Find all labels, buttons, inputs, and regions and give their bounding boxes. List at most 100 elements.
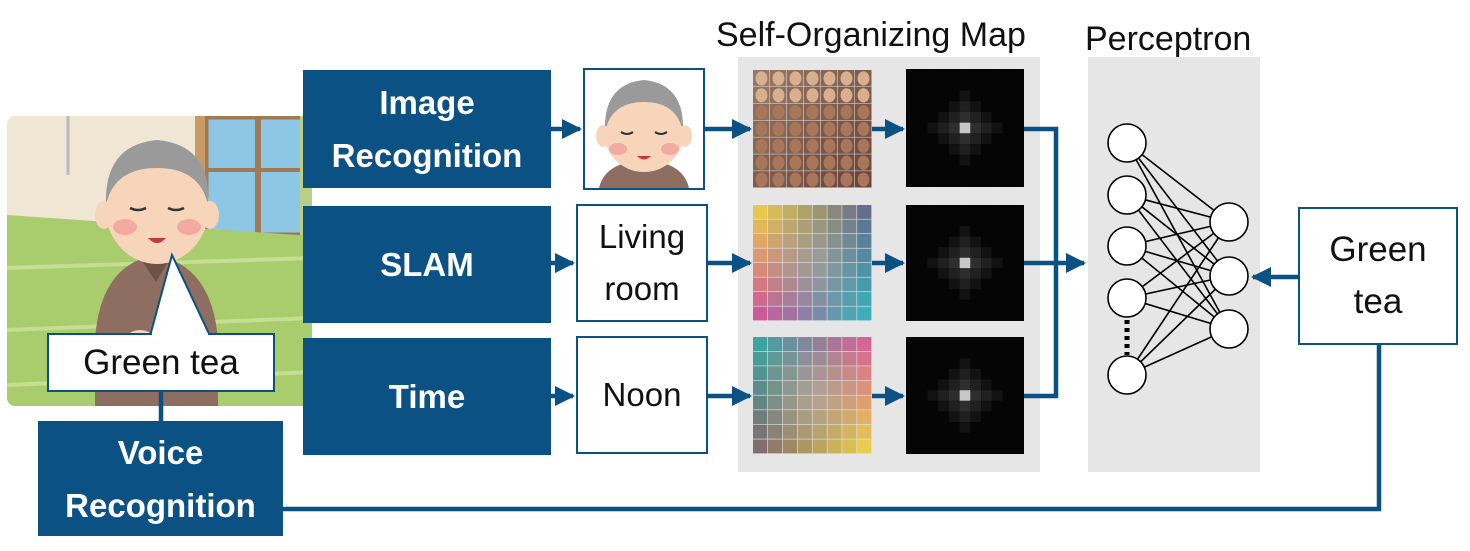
som-color-cell [827, 234, 842, 248]
som-face-tile-face [823, 121, 836, 137]
activation-cell [1002, 390, 1014, 401]
som-face-tile-face [806, 105, 819, 120]
activation-cell [948, 176, 960, 187]
activation-cell [906, 432, 917, 444]
activation-cell [970, 205, 982, 216]
activation-cell [1002, 90, 1014, 102]
som-color-cell [857, 395, 872, 410]
som-color-cell [827, 277, 842, 292]
activation-cell [991, 390, 1003, 401]
activation-cell [927, 165, 939, 177]
activation-cell [981, 122, 992, 134]
activation-cell [906, 278, 917, 290]
activation-cell [906, 400, 917, 412]
activation-cell [906, 257, 917, 269]
activation-cell [948, 165, 960, 177]
activation-cell [927, 358, 939, 369]
activation-cell [916, 215, 928, 227]
activation-cell [1013, 247, 1024, 258]
activation-cell [1013, 347, 1024, 359]
activation-cell [948, 422, 960, 433]
som-face-tile-face [789, 121, 802, 137]
face-thumbnail [583, 68, 705, 190]
activation-cell [916, 247, 928, 258]
activation-cell [1013, 133, 1024, 145]
activation-cell [981, 257, 992, 269]
som-face-tile-face [806, 88, 819, 103]
som-color-cell [842, 439, 857, 454]
activation-cell [948, 443, 960, 454]
som-face-tile-face [823, 138, 836, 153]
activation-cell [1002, 144, 1014, 155]
som-color-cell [827, 292, 842, 306]
som-face-tile-face [823, 105, 836, 120]
output-value-line2: tea [1353, 282, 1403, 321]
time-value-box: Noon [576, 336, 708, 454]
activation-cell [948, 390, 960, 401]
activation-cell [959, 400, 971, 412]
activation-cell [991, 154, 1003, 166]
activation-cell [906, 215, 917, 227]
activation-cell [927, 257, 939, 269]
activation-cell [1013, 379, 1024, 391]
som-face-tile-face [840, 88, 853, 103]
som-color-cell [842, 219, 857, 234]
activation-cell [970, 443, 982, 454]
activation-cell [1013, 101, 1024, 112]
activation-cell [916, 400, 928, 412]
activation-cell [906, 390, 917, 401]
activation-cell [1002, 310, 1014, 321]
som-grid-image [753, 70, 872, 188]
activation-cell [927, 205, 939, 216]
activation-cell [1002, 411, 1014, 423]
som-color-cell [857, 248, 872, 263]
activation-cell [959, 443, 971, 454]
activation-cell [1002, 443, 1014, 454]
activation-cell [970, 257, 982, 269]
perceptron-header: Perceptron [1085, 20, 1252, 58]
slam-module: SLAM [303, 206, 551, 323]
activation-cell [1002, 79, 1014, 91]
activation-cell [927, 236, 939, 248]
activation-cell [991, 133, 1003, 145]
activation-cell [948, 101, 960, 112]
som-color-cell [827, 439, 842, 454]
activation-cell [970, 122, 982, 134]
som-color-cell [767, 263, 783, 277]
som-face-tile-face [840, 71, 853, 86]
som-face-tile-face [755, 138, 768, 153]
som-color-cell [782, 366, 798, 381]
activation-cell [948, 278, 960, 290]
som-color-cell [812, 205, 827, 219]
activation-cell [916, 337, 928, 348]
som-color-cell [842, 263, 857, 277]
som-color-cell [767, 424, 783, 439]
image-recognition-label-line1: Image [379, 84, 475, 121]
activation-cell [981, 337, 992, 348]
activation-cell [970, 215, 982, 227]
som-face-tile-face [772, 71, 785, 86]
activation-cell [916, 310, 928, 321]
activation-cell [938, 226, 949, 237]
activation-cell [906, 247, 917, 258]
som-color-cell [827, 306, 842, 321]
som-color-cell [842, 366, 857, 381]
som-face-tile-face [840, 121, 853, 137]
som-color-cell [782, 292, 798, 306]
activation-cell [1002, 400, 1014, 412]
som-color-cell [782, 424, 798, 439]
activation-cell [1013, 69, 1024, 80]
activation-cell [959, 122, 971, 134]
som-face-tile-face [857, 121, 870, 137]
activation-cell [981, 379, 992, 391]
activation-cell [1013, 368, 1024, 380]
speech-bubble-text: Green tea [83, 342, 239, 382]
activation-cell [916, 422, 928, 433]
som-grid-location [753, 205, 872, 321]
som-face-tile-face [755, 121, 768, 137]
activation-cell [927, 422, 939, 433]
som-color-cell [857, 366, 872, 381]
image-recognition-module: Image Recognition [303, 70, 551, 188]
activation-cell [959, 176, 971, 187]
activation-cell [938, 69, 949, 80]
